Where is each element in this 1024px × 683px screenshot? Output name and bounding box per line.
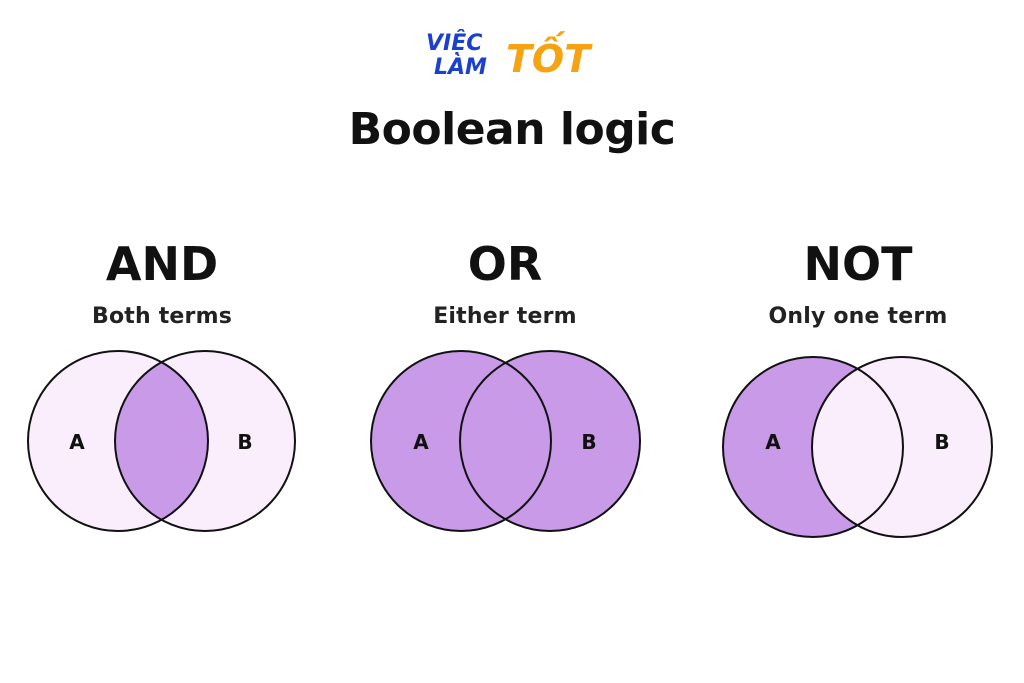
panel-or-title: OR xyxy=(467,237,543,291)
panel-or: OR Either term xyxy=(355,236,655,329)
page-title: Boolean logic xyxy=(348,104,676,155)
venn-or: A B xyxy=(370,350,641,532)
venn-and-intersection xyxy=(115,351,208,531)
venn-not-circle-b xyxy=(811,356,993,538)
brand-logo-mark: VIỆC LÀM TỐT xyxy=(426,29,593,81)
venn-and-circle-a xyxy=(27,350,209,532)
venn-not: A B xyxy=(722,356,993,538)
venn-not-circle-a xyxy=(722,356,904,538)
panel-not-title: NOT xyxy=(803,237,913,291)
venn-and-label-b: B xyxy=(237,430,252,454)
logo-text-line2: LÀM xyxy=(434,54,487,80)
logo-text-accent: TỐT xyxy=(506,32,593,81)
panel-and-title: AND xyxy=(105,237,219,291)
venn-or-circle-b xyxy=(459,350,641,532)
panel-and: AND Both terms xyxy=(12,236,312,329)
venn-not-label-a: A xyxy=(765,430,781,454)
venn-or-circle-a xyxy=(370,350,552,532)
venn-and-circle-b xyxy=(114,350,296,532)
brand-logo: VIỆC LÀM TỐT xyxy=(420,26,610,82)
venn-and: A B xyxy=(27,350,296,532)
panel-or-subtitle: Either term xyxy=(433,304,577,329)
panel-not: NOT Only one term xyxy=(708,236,1008,329)
venn-and-label-a: A xyxy=(69,430,85,454)
venn-or-label-b: B xyxy=(581,430,596,454)
venn-not-label-b: B xyxy=(934,430,949,454)
logo-text-line1: VIỆC xyxy=(426,29,482,56)
venn-or-label-a: A xyxy=(413,430,429,454)
panel-not-subtitle: Only one term xyxy=(768,304,948,329)
panel-and-subtitle: Both terms xyxy=(91,304,233,329)
